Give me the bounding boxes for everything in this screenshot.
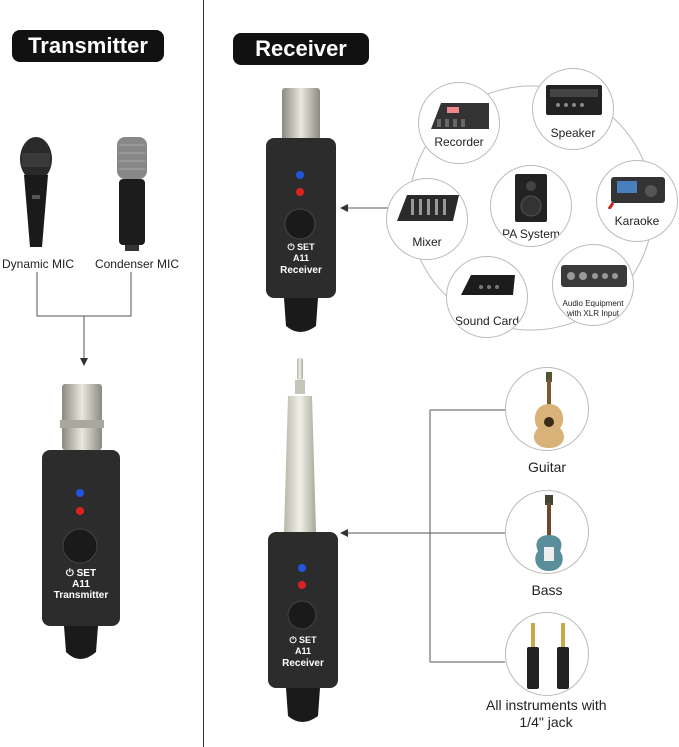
sound-card-icon — [461, 275, 515, 295]
guitar-label: Guitar — [527, 459, 567, 475]
dynamic-mic-image — [20, 137, 52, 247]
quarter-inch-jack-icon — [527, 623, 569, 689]
audio-equipment-icon — [561, 265, 627, 287]
all-instruments-label-line2: 1/4" jack — [519, 714, 573, 730]
mixer-circle: Mixer — [386, 178, 468, 260]
condenser-mic-image — [117, 137, 147, 251]
section-divider — [203, 0, 204, 747]
recorder-icon — [431, 103, 489, 129]
bass-icon — [535, 495, 563, 571]
svg-text:Receiver: Receiver — [282, 658, 324, 669]
pa-system-circle: PA System — [490, 165, 572, 247]
audio-equipment-label-line1: Audio Equipment — [562, 299, 624, 308]
svg-text:⏻ SET: ⏻ SET — [287, 242, 315, 252]
karaoke-label: Karaoke — [614, 214, 660, 228]
recorder-label: Recorder — [434, 135, 484, 149]
svg-text:A11: A11 — [293, 253, 309, 263]
sound-card-label: Sound Card — [454, 314, 520, 328]
speaker-label: Speaker — [550, 126, 596, 140]
audio-equipment-label-line2: with XLR Input — [566, 309, 620, 318]
transmitter-device: ⏻ SET A11 Transmitter — [42, 384, 120, 659]
recorder-circle: Recorder — [418, 82, 500, 164]
speaker-circle: Speaker — [532, 68, 614, 150]
condenser-mic-label: Condenser MIC — [94, 257, 180, 271]
svg-text:Receiver: Receiver — [280, 265, 322, 276]
karaoke-circle: Karaoke — [596, 160, 678, 242]
mic-connector-lines — [36, 272, 132, 366]
pa-system-icon — [515, 174, 547, 222]
all-instruments-circle — [505, 612, 589, 696]
svg-text:⏻ SET: ⏻ SET — [289, 635, 317, 645]
transmitter-set-text: ⏻ SET — [66, 567, 96, 579]
transmitter-header: Transmitter — [12, 30, 164, 62]
karaoke-icon — [607, 177, 665, 209]
transmitter-model-text: A11 — [72, 579, 90, 590]
dynamic-mic-label: Dynamic MIC — [1, 257, 74, 271]
receiver-header: Receiver — [233, 33, 369, 65]
all-instruments-label-line1: All instruments with — [486, 697, 607, 713]
bass-label: Bass — [531, 582, 563, 598]
audio-equipment-circle: Audio Equipment with XLR Input — [552, 244, 634, 326]
guitar-icon — [533, 372, 565, 448]
transmitter-name-text: Transmitter — [54, 590, 109, 601]
speaker-icon — [546, 85, 602, 115]
instrument-connector-lines — [340, 409, 505, 663]
mixer-label: Mixer — [412, 235, 442, 249]
guitar-circle — [505, 367, 589, 451]
receiver-xlr-device: ⏻ SET A11 Receiver — [266, 88, 336, 332]
receiver-jack-device: ⏻ SET A11 Receiver — [268, 358, 338, 722]
mixer-icon — [397, 195, 459, 221]
pa-system-label: PA System — [502, 227, 560, 241]
svg-text:A11: A11 — [295, 646, 311, 656]
sound-card-circle: Sound Card — [446, 256, 528, 338]
bass-circle — [505, 490, 589, 574]
equipment-arrow — [340, 204, 388, 212]
